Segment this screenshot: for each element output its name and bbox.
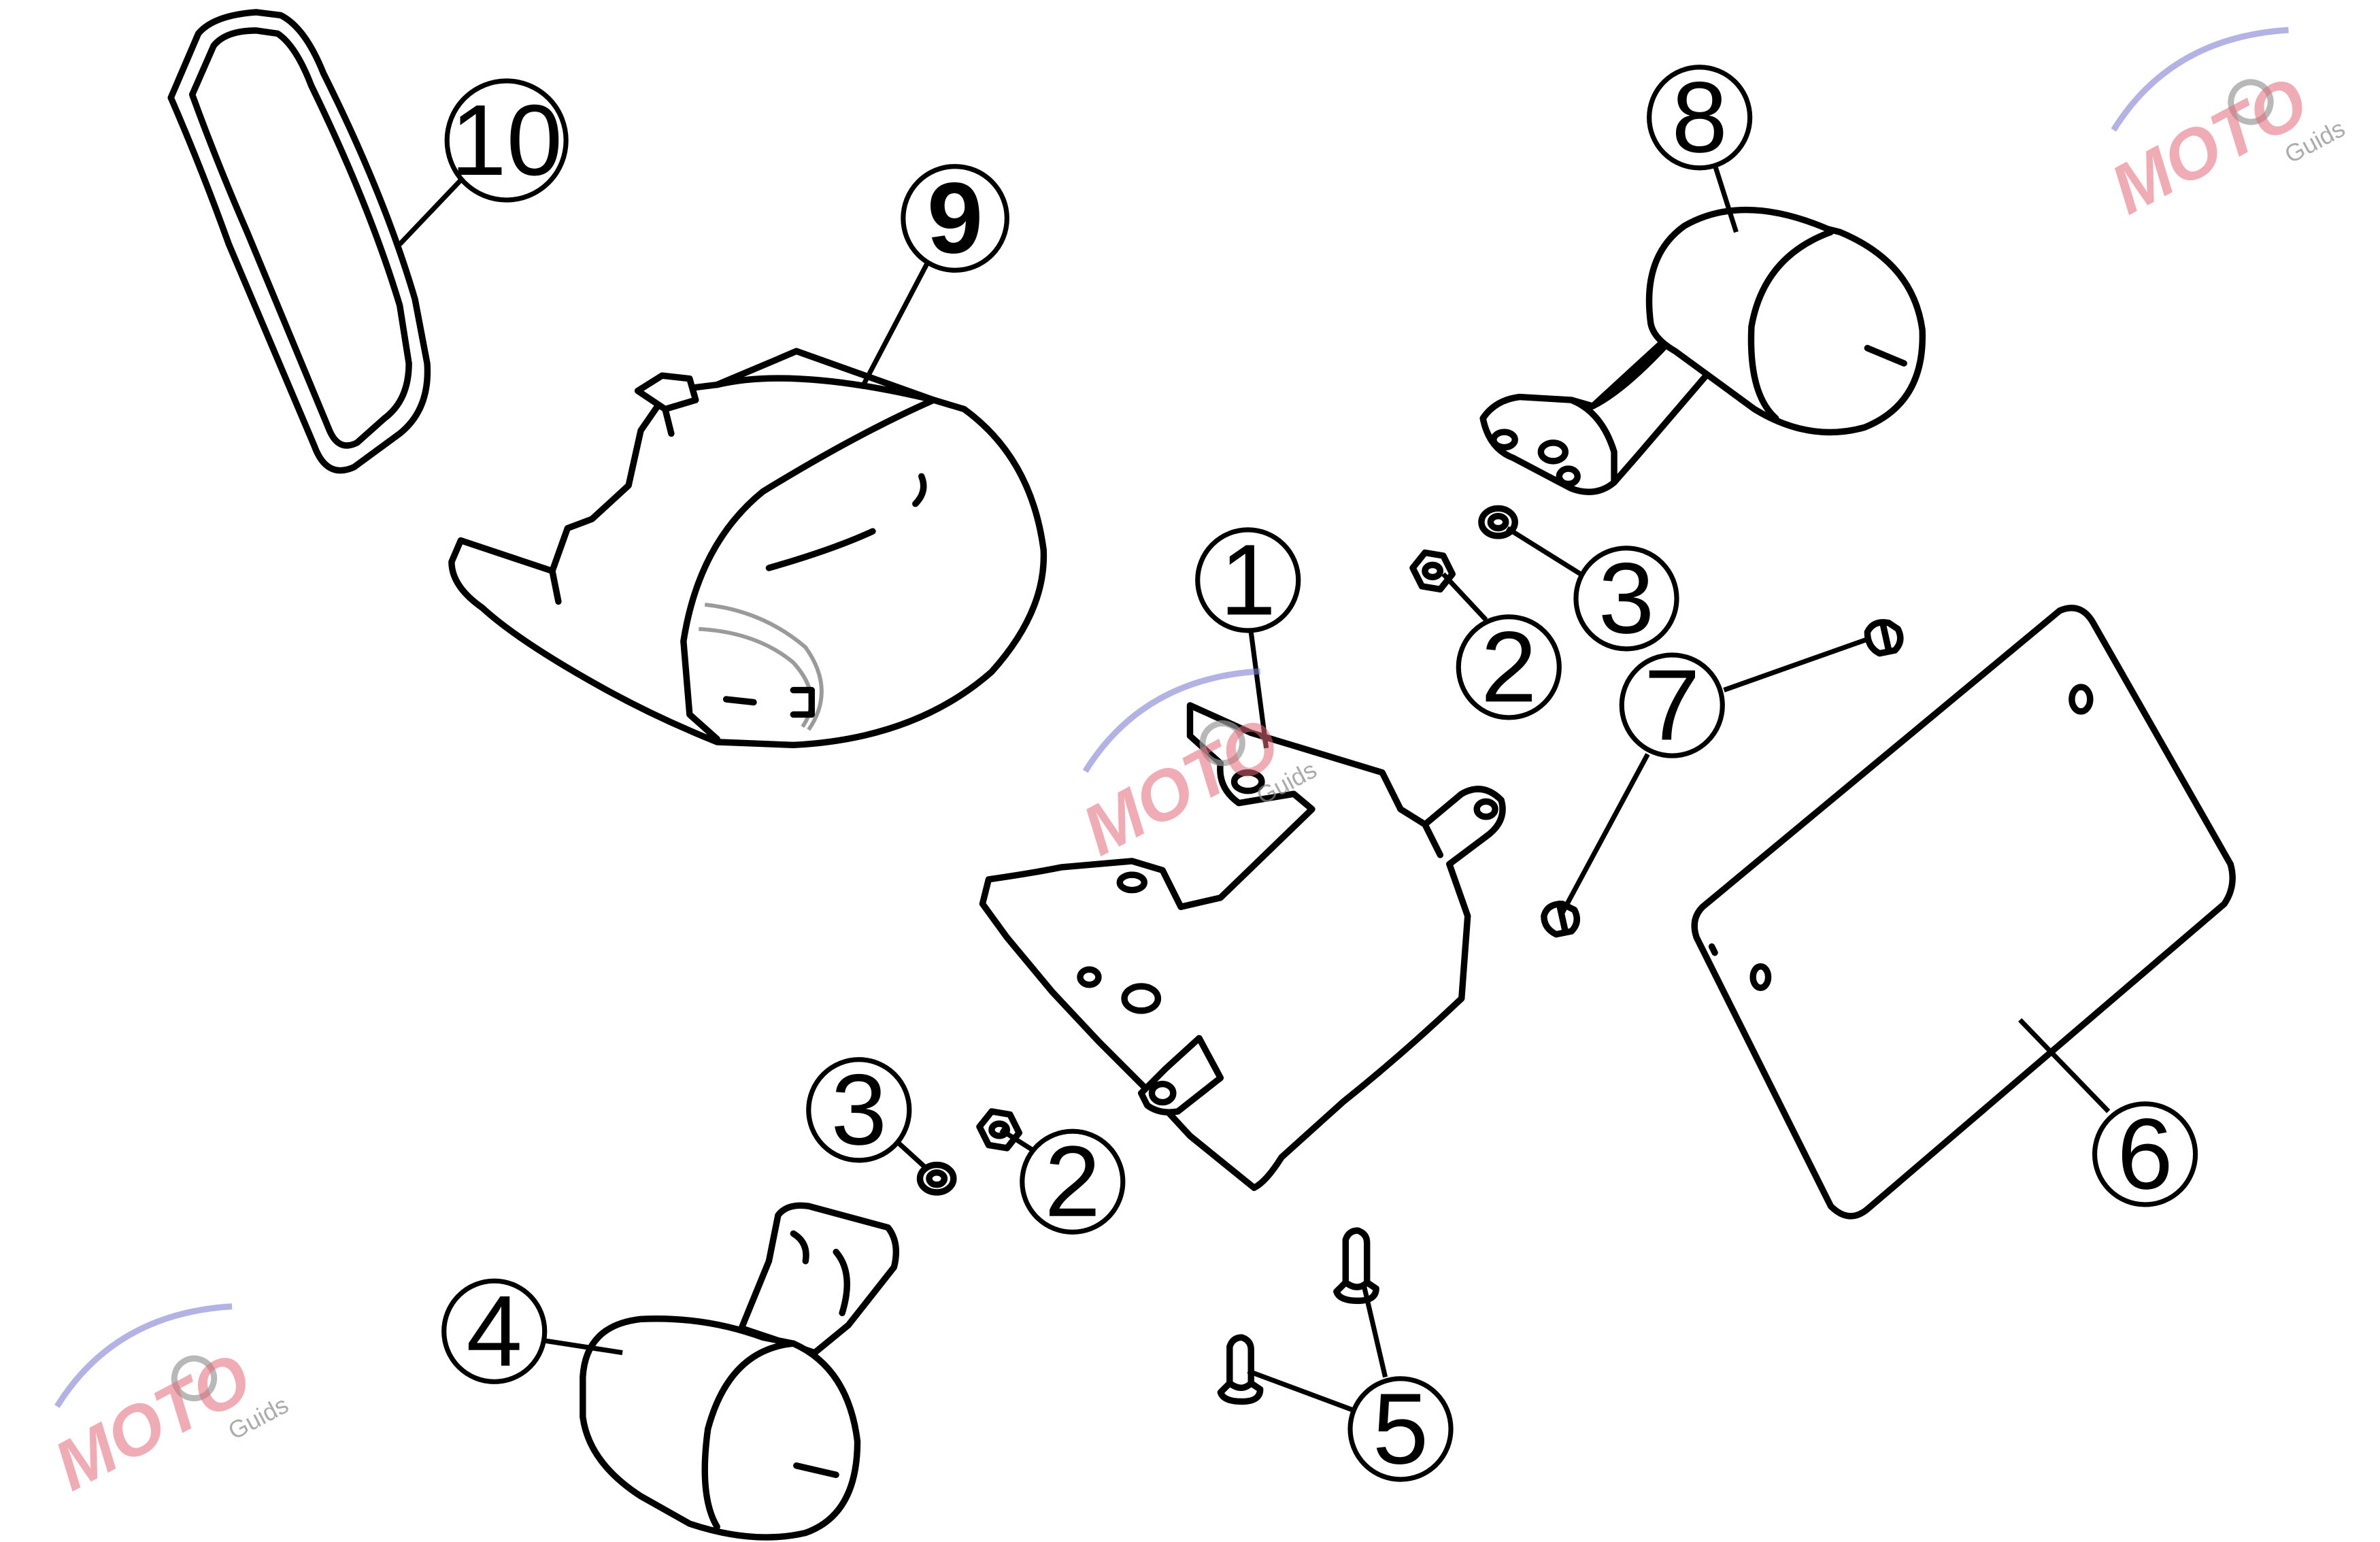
- callout-1[interactable]: 1: [1195, 524, 1301, 636]
- part-3-washer-upper: [1478, 505, 1518, 539]
- leader-6: [2018, 1018, 2111, 1113]
- callout-9-label: 9: [927, 162, 983, 274]
- callout-5[interactable]: 5: [1347, 1373, 1454, 1485]
- callout-9[interactable]: 9: [901, 162, 1009, 275]
- part-7-screw-lower: [1541, 901, 1581, 938]
- callout-5-label: 5: [1373, 1373, 1428, 1485]
- leader-3-upper: [1506, 526, 1582, 576]
- callout-2-upper-label: 2: [1481, 611, 1537, 723]
- callout-3-lower[interactable]: 3: [806, 1054, 912, 1166]
- part-8-indicator-right: [1479, 206, 1926, 495]
- callout-2-lower-label: 2: [1045, 1126, 1101, 1238]
- part-10-gasket: [167, 9, 431, 474]
- part-5-stud-upper: [1333, 1227, 1379, 1305]
- leader-8: [1712, 164, 1739, 233]
- part-4-indicator-left: [580, 1202, 900, 1541]
- part-1-bracket: [979, 702, 1506, 1191]
- gear-icon: [171, 1355, 218, 1402]
- part-9-tail-light: [448, 348, 1047, 749]
- leader-5-upper: [1361, 1285, 1388, 1378]
- leader-10: [398, 178, 463, 246]
- callout-2-lower[interactable]: 2: [1020, 1126, 1126, 1238]
- callout-3-upper[interactable]: 3: [1573, 542, 1679, 654]
- gear-icon: [2228, 79, 2274, 125]
- callout-3-upper-label: 3: [1598, 542, 1654, 654]
- leader-9: [861, 261, 930, 386]
- part-3-washer-lower: [916, 1161, 957, 1196]
- leader-7-lower: [1560, 753, 1650, 914]
- callout-6-label: 6: [2117, 1098, 2173, 1210]
- leader-3-lower: [892, 1137, 930, 1171]
- callout-2-upper[interactable]: 2: [1456, 611, 1562, 723]
- callout-7[interactable]: 7: [1619, 649, 1725, 762]
- callout-3-lower-label: 3: [831, 1054, 887, 1166]
- leader-5-lower: [1247, 1369, 1356, 1413]
- callout-10[interactable]: 10: [444, 78, 569, 203]
- callout-10-label: 10: [450, 84, 563, 197]
- leader-4: [542, 1338, 623, 1356]
- leader-7-upper: [1723, 635, 1872, 692]
- gear-icon: [1199, 720, 1245, 767]
- part-7-screw-upper: [1864, 619, 1904, 657]
- leader-2-lower: [999, 1127, 1036, 1154]
- callout-4-label: 4: [467, 1275, 522, 1388]
- leader-1: [1248, 631, 1269, 749]
- callout-6[interactable]: 6: [2092, 1098, 2198, 1210]
- part-2-nut-lower: [976, 1108, 1022, 1152]
- callout-4[interactable]: 4: [441, 1275, 548, 1388]
- callout-7-label: 7: [1644, 649, 1700, 761]
- callout-8[interactable]: 8: [1647, 61, 1753, 173]
- leader-2-upper: [1441, 572, 1488, 622]
- leader-lines: [398, 164, 2111, 1413]
- callout-1-label: 1: [1220, 524, 1276, 636]
- part-2-nut-upper: [1409, 549, 1456, 593]
- watermark-top-right: MOTO Guids: [2098, 27, 2349, 229]
- part-5-stud-lower: [1217, 1334, 1264, 1405]
- watermark-bottom-left: MOTO Guids: [41, 1303, 292, 1505]
- callout-8-label: 8: [1671, 61, 1727, 173]
- part-6-license-plate: [1691, 605, 2236, 1220]
